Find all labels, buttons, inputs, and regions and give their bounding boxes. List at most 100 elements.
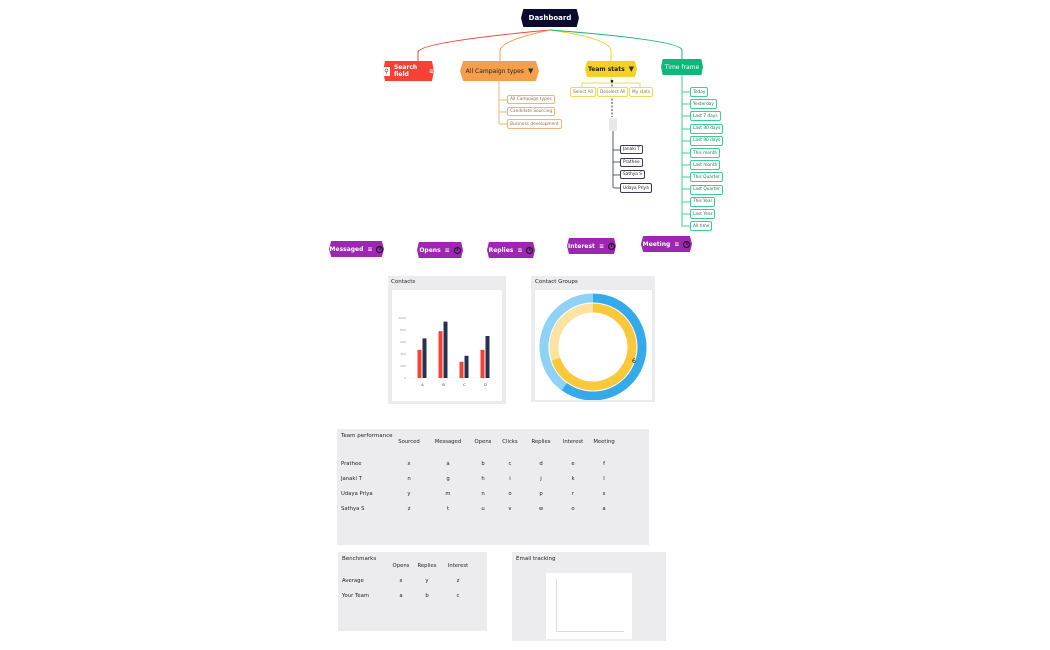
- x-tick-label: B: [442, 383, 445, 387]
- contact-groups-panel: Contact Groups 6: [531, 276, 655, 402]
- donut-segment: [549, 303, 594, 361]
- table-cell: f: [603, 461, 605, 467]
- campaign-option[interactable]: Candidate Sourcing: [507, 107, 556, 116]
- bar: [438, 331, 443, 378]
- table-cell: k: [571, 476, 575, 482]
- column-header: Sourced: [398, 439, 420, 445]
- time-frame-option[interactable]: Yesterday: [690, 99, 717, 110]
- table-cell: c: [456, 593, 460, 599]
- time-frame-option[interactable]: Last Year: [690, 209, 716, 219]
- time-frame-option[interactable]: All time: [690, 221, 713, 232]
- y-tick-label: 1000: [398, 316, 406, 320]
- table-cell: a: [399, 593, 403, 599]
- table-cell: a: [602, 506, 606, 512]
- menu-icon: ≡: [517, 246, 523, 254]
- table-cell: x: [407, 461, 411, 467]
- metric-node-meeting[interactable]: Meeting≡i: [641, 236, 692, 252]
- search-field-node[interactable]: ⚲ Search field ≡: [383, 61, 434, 81]
- time-frame-option[interactable]: Last 30 days: [690, 123, 724, 134]
- time-frame-option[interactable]: Last Quarter: [690, 184, 723, 195]
- metric-label: Meeting: [642, 240, 671, 248]
- column-header: Replies: [417, 563, 437, 569]
- team-performance-title: Team performance: [341, 433, 393, 439]
- team-performance-panel: Team performance Sourced Messaged Opens Cli…: [337, 429, 649, 545]
- campaign-types-node[interactable]: All Campaign types ▼: [460, 61, 539, 81]
- search-icon: ⚲: [383, 66, 390, 76]
- table-cell: h: [481, 476, 485, 482]
- campaign-option[interactable]: Business development: [507, 119, 562, 129]
- select-all-option[interactable]: Select All: [570, 87, 596, 97]
- my-stats-option[interactable]: My stats: [629, 87, 654, 97]
- column-header: Meeting: [593, 439, 615, 445]
- caret-down-icon: ▼: [527, 67, 534, 75]
- member-option[interactable]: Prathee: [620, 158, 643, 167]
- info-icon[interactable]: i: [683, 240, 691, 248]
- x-tick-label: C: [463, 383, 466, 387]
- table-cell: w: [538, 506, 544, 512]
- time-frame-option[interactable]: This month: [690, 148, 721, 158]
- campaign-option[interactable]: All Campaign types: [507, 95, 555, 104]
- table-cell: b: [425, 593, 429, 599]
- deselect-all-option[interactable]: Deselect All: [597, 87, 629, 97]
- member-option[interactable]: Janaki T: [620, 145, 643, 154]
- dashboard-node[interactable]: Dashboard: [521, 9, 579, 27]
- table-cell: x: [399, 578, 403, 584]
- donut-segment: [551, 303, 637, 391]
- x-tick-label: A: [421, 383, 424, 387]
- table-cell: a: [446, 461, 450, 467]
- column-header: Replies: [531, 439, 551, 445]
- row-name: Udaya Priya: [341, 491, 373, 497]
- table-cell: t: [446, 506, 450, 512]
- bar: [422, 338, 427, 378]
- chart-axes: [556, 579, 624, 632]
- time-frame-option[interactable]: This Quarter: [690, 172, 723, 183]
- donut-label: 6: [632, 358, 636, 365]
- bar: [485, 336, 490, 378]
- table-cell: b: [481, 461, 485, 467]
- caret-down-icon: ▼: [628, 65, 635, 73]
- time-frame-option[interactable]: Last month: [690, 160, 721, 171]
- y-tick-label: 400: [400, 352, 406, 356]
- email-tracking-chart: [546, 573, 632, 639]
- metric-label: Opens: [419, 246, 441, 254]
- y-tick-label: 200: [400, 364, 406, 368]
- time-frame-option[interactable]: This Year: [690, 196, 716, 207]
- row-name: Your Team: [342, 593, 369, 599]
- metric-label: Interest: [568, 242, 595, 250]
- team-stats-node[interactable]: Team stats ▼: [585, 61, 637, 77]
- metric-node-replies[interactable]: Replies≡i: [487, 242, 535, 258]
- column-header: Opens: [474, 439, 492, 445]
- info-icon[interactable]: i: [376, 245, 384, 253]
- menu-icon: ≡: [674, 240, 680, 248]
- table-cell: p: [539, 491, 543, 497]
- row-name: Prathee: [341, 461, 362, 467]
- time-frame-label: Time frame: [664, 63, 700, 71]
- y-tick-label: 800: [400, 328, 406, 332]
- menu-icon: ≡: [598, 242, 604, 250]
- metric-node-messaged[interactable]: Messaged≡i: [329, 241, 384, 257]
- bar: [459, 361, 464, 378]
- placeholder-node: [609, 118, 617, 131]
- info-icon[interactable]: i: [607, 242, 615, 250]
- info-icon[interactable]: i: [526, 246, 534, 254]
- member-option[interactable]: Udaya Priya: [620, 183, 652, 193]
- time-frame-node[interactable]: Time frame: [661, 59, 703, 75]
- column-header: Messaged: [434, 439, 462, 445]
- time-frame-option[interactable]: Last 7 days: [690, 111, 721, 122]
- table-cell: d: [539, 461, 543, 467]
- metric-node-interest[interactable]: Interest≡i: [567, 238, 616, 254]
- donut-segment: [561, 293, 647, 401]
- table-cell: o: [508, 491, 512, 497]
- member-option[interactable]: Sathya S: [620, 170, 646, 179]
- donut-segment: [539, 293, 594, 391]
- time-frame-option[interactable]: Last 90 days: [690, 135, 724, 146]
- column-header: Clicks: [502, 439, 518, 445]
- info-icon[interactable]: i: [453, 246, 461, 254]
- y-tick-label: 0: [404, 376, 406, 380]
- metric-node-opens[interactable]: Opens≡i: [417, 242, 463, 258]
- benchmarks-title: Benchmarks: [342, 556, 377, 562]
- table-cell: o: [571, 506, 575, 512]
- time-frame-option[interactable]: Today: [690, 87, 709, 97]
